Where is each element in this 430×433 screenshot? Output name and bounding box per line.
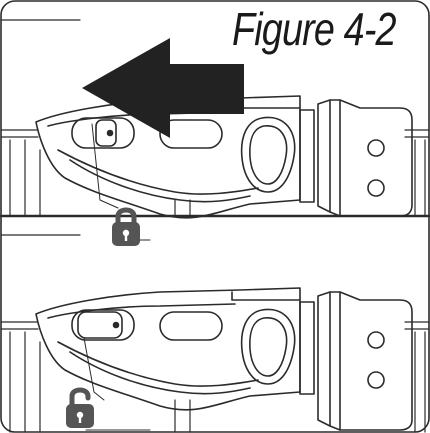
bottom-latch-body xyxy=(35,287,301,411)
bottom-slider-slot xyxy=(71,309,135,341)
bottom-hinge-hole-1 xyxy=(367,331,385,349)
padlock-closed-icon xyxy=(112,207,140,246)
top-hinge-bracket xyxy=(317,99,413,217)
padlock-open-icon xyxy=(66,387,94,428)
top-slider-slot xyxy=(71,117,135,149)
figure-label: Figure 4-2 xyxy=(232,3,397,55)
top-gate-rails xyxy=(0,19,430,217)
bottom-leader-line xyxy=(83,337,105,401)
bottom-latch-groove xyxy=(47,303,259,387)
top-leader-line xyxy=(91,123,119,209)
bottom-hinge-bracket xyxy=(317,291,413,431)
bottom-oval-window xyxy=(159,311,223,341)
top-latch-body xyxy=(35,95,301,219)
bottom-hinge-stub xyxy=(299,301,315,395)
top-hinge-hole-2 xyxy=(367,179,385,197)
bottom-hinge-hole-2 xyxy=(367,371,385,389)
top-release-button xyxy=(240,116,296,193)
top-slider-knob xyxy=(95,119,117,147)
bottom-release-button xyxy=(240,308,296,385)
bottom-slider-knob xyxy=(77,311,123,339)
top-hinge-hole-1 xyxy=(367,139,385,157)
top-panel xyxy=(0,19,430,246)
top-oval-window xyxy=(159,119,223,149)
bottom-panel xyxy=(0,234,430,433)
arrow-left-icon xyxy=(82,38,244,138)
top-hinge-stub xyxy=(299,109,315,203)
bottom-gate-rails xyxy=(0,234,430,433)
